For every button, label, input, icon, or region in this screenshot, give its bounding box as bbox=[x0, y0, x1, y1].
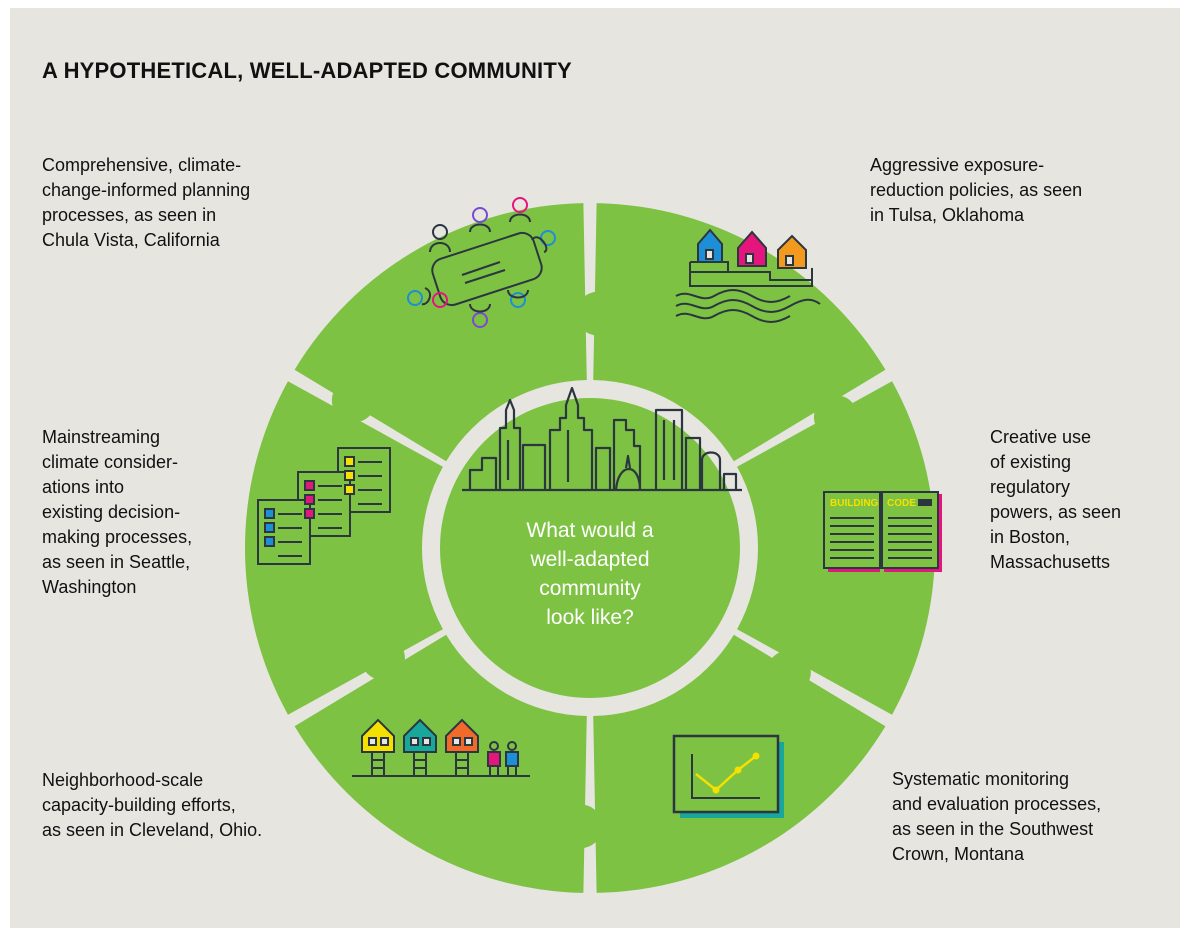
city-skyline-icon bbox=[462, 386, 742, 492]
label-line: Washington bbox=[42, 577, 137, 597]
hub-line: What would a bbox=[526, 519, 654, 542]
label-planning: Comprehensive, climate- change-informed … bbox=[42, 153, 250, 253]
label-line: making processes, bbox=[42, 527, 193, 547]
label-line: Neighborhood-scale bbox=[42, 770, 204, 790]
label-line: Aggressive exposure- bbox=[870, 155, 1045, 175]
page-title: A HYPOTHETICAL, WELL-ADAPTED COMMUNITY bbox=[42, 58, 572, 83]
label-line: Crown, Montana bbox=[892, 844, 1025, 864]
puzzle-tab-neck-planning bbox=[563, 299, 592, 328]
label-monitoring: Systematic monitoring and evaluation pro… bbox=[892, 767, 1101, 867]
label-line: as seen in Seattle, bbox=[42, 552, 191, 572]
puzzle-tab-neck-regulatory bbox=[784, 640, 813, 669]
label-line: in Tulsa, Oklahoma bbox=[870, 205, 1025, 225]
label-line: as seen in the Southwest bbox=[892, 819, 1094, 839]
label-neighborhood: Neighborhood-scale capacity-building eff… bbox=[42, 768, 262, 843]
puzzle-ring bbox=[245, 203, 936, 893]
hub-line: community bbox=[539, 577, 641, 600]
hub-line: look like? bbox=[546, 606, 634, 629]
label-line: capacity-building efforts, bbox=[42, 795, 236, 815]
label-line: processes, as seen in bbox=[42, 205, 217, 225]
label-line: Creative use bbox=[990, 427, 1092, 447]
label-line: change-informed planning bbox=[42, 180, 251, 200]
label-regulatory: Creative use of existing regulatory powe… bbox=[990, 425, 1121, 575]
hub-question: What would a well-adapted community look… bbox=[496, 516, 684, 632]
label-line: Massachusetts bbox=[990, 552, 1111, 572]
label-line: powers, as seen bbox=[990, 502, 1122, 522]
puzzle-tab-neck-exposure bbox=[809, 382, 838, 411]
puzzle-tab-neck-neighborhood bbox=[379, 661, 408, 690]
label-line: reduction policies, as seen bbox=[870, 180, 1083, 200]
puzzle-piece-mainstreaming bbox=[245, 381, 443, 715]
puzzle-tab-neck-mainstreaming bbox=[327, 407, 356, 436]
label-line: ations into bbox=[42, 477, 125, 497]
label-line: regulatory bbox=[990, 477, 1071, 497]
label-exposure: Aggressive exposure- reduction policies,… bbox=[870, 153, 1082, 228]
label-line: Comprehensive, climate- bbox=[42, 155, 242, 175]
puzzle-tab-neck-monitoring bbox=[590, 812, 619, 841]
label-line: as seen in Cleveland, Ohio. bbox=[42, 820, 263, 840]
hub-line: well-adapted bbox=[530, 548, 650, 571]
label-line: of existing bbox=[990, 452, 1072, 472]
label-line: Systematic monitoring bbox=[892, 769, 1070, 789]
label-line: climate consider- bbox=[42, 452, 179, 472]
label-line: and evaluation processes, bbox=[892, 794, 1102, 814]
label-mainstreaming: Mainstreaming climate consider- ations i… bbox=[42, 425, 192, 600]
label-line: Chula Vista, California bbox=[42, 230, 220, 250]
puzzle-piece-neighborhood bbox=[294, 634, 587, 893]
label-line: in Boston, bbox=[990, 527, 1071, 547]
label-line: existing decision- bbox=[42, 502, 181, 522]
label-line: Mainstreaming bbox=[42, 427, 161, 447]
